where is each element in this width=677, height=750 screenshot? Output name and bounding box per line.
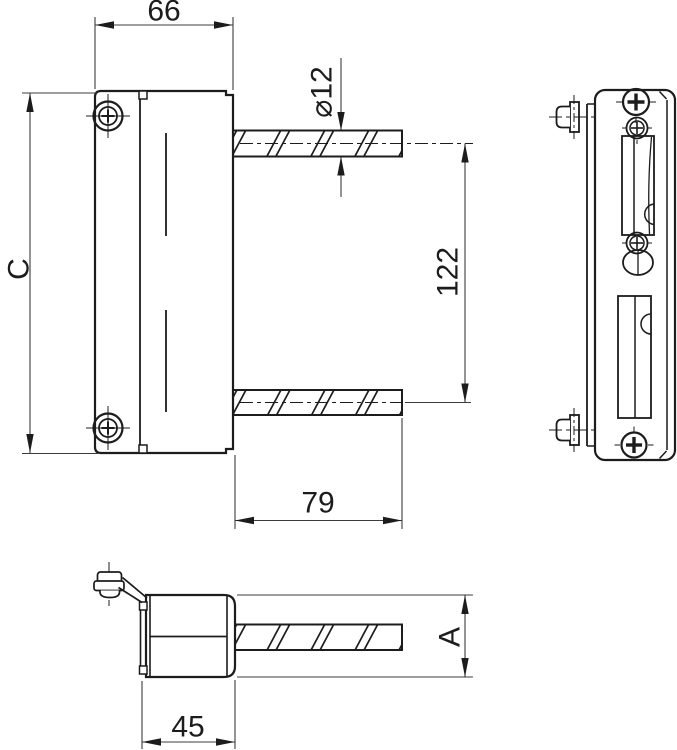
arrowhead	[461, 658, 469, 677]
arrowhead	[461, 595, 469, 614]
side-small-screw-upper	[622, 116, 652, 144]
dim-label-79: 79	[301, 487, 334, 520]
front-screw-top	[86, 94, 130, 138]
screw-inner	[629, 120, 645, 136]
dim-label-66: 66	[147, 0, 180, 28]
dim-front-width: 66	[94, 0, 234, 90]
arrowhead	[26, 434, 34, 453]
front-view	[86, 89, 473, 455]
dim-label-a: A	[434, 627, 467, 647]
screw-lip	[99, 590, 121, 599]
arrowhead	[216, 738, 235, 746]
lip-notch-top	[138, 601, 148, 611]
front-plate-outline	[93, 89, 235, 455]
screw-outer-circle	[92, 412, 124, 444]
dim-label-dia12: ⌀12	[306, 66, 339, 117]
arrowhead	[461, 383, 469, 403]
screw-inner-circle	[98, 418, 118, 438]
screw-neck-upper	[121, 576, 148, 599]
side-slot-upper	[621, 135, 655, 236]
dimensions: 66 C ⌀12 122	[3, 0, 473, 749]
slot-notch	[640, 313, 652, 335]
side-phillips-screw-top	[616, 87, 656, 123]
dim-rod-length: 79	[234, 418, 403, 529]
side-slot-lower	[617, 295, 652, 419]
bottom-screw-side	[93, 562, 148, 606]
side-corner-chamfer-top	[658, 90, 668, 100]
arrowhead	[337, 112, 345, 131]
side-phillips-screw-bottom	[614, 426, 654, 459]
arrowhead	[26, 93, 34, 112]
bottom-view	[93, 562, 403, 679]
arrowhead	[461, 143, 469, 163]
screw-neck-lower	[118, 586, 143, 604]
arrowhead	[214, 21, 233, 29]
slot-notch	[643, 203, 655, 226]
dim-label-45: 45	[171, 711, 204, 744]
screw-inner-circle	[98, 106, 118, 126]
dim-housing-diameter: A	[237, 594, 473, 678]
side-rod-end-bottom	[549, 408, 599, 452]
arrowhead	[95, 21, 114, 29]
side-corner-chamfer-bottom	[658, 450, 668, 460]
screw-head	[621, 87, 651, 117]
slot-outline	[621, 135, 655, 236]
arrowhead	[235, 516, 254, 525]
arrowhead	[383, 516, 402, 525]
dim-label-c: C	[3, 258, 36, 280]
arrowhead	[142, 738, 161, 746]
front-screw-bottom	[86, 406, 130, 450]
side-rod-end-top	[549, 95, 599, 139]
screw-outer-circle	[92, 100, 124, 132]
arrowhead	[337, 156, 345, 176]
dim-housing-width: 45	[141, 680, 236, 749]
slot-curve	[648, 136, 653, 235]
screw-outer	[625, 116, 649, 140]
dim-plate-height: C	[3, 92, 100, 455]
dim-rod-spacing: 122	[405, 143, 471, 404]
front-notch-top	[138, 90, 148, 100]
lip-notch-bottom	[138, 665, 148, 675]
dim-label-122: 122	[432, 247, 465, 297]
side-view	[549, 87, 677, 462]
rod-bottom-view	[234, 623, 403, 651]
screw-outer	[625, 231, 649, 255]
side-oval-hole	[622, 249, 654, 276]
dim-rod-diameter: ⌀12	[306, 58, 345, 197]
front-notch-bottom	[138, 444, 148, 454]
screw-head	[620, 431, 648, 459]
